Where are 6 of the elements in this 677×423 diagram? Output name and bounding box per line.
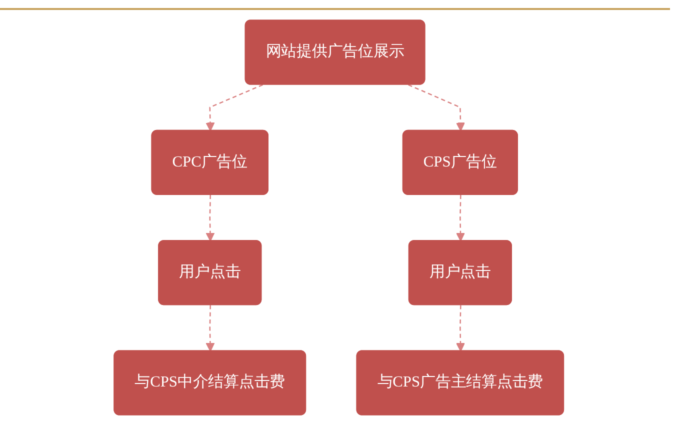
arrow — [408, 84, 465, 132]
arrow — [205, 305, 214, 352]
arrow — [456, 194, 465, 242]
arrow — [205, 84, 263, 132]
arrow — [205, 194, 214, 242]
arrow — [456, 305, 465, 352]
